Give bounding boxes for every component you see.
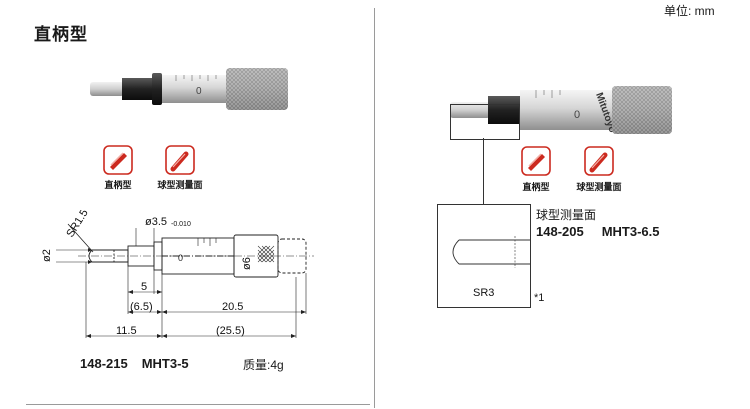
model-line-right: 148-205 MHT3-6.5 [536, 224, 678, 239]
straight-shank-icon-right [521, 146, 551, 176]
feature-label-straight-right: 直柄型 [522, 182, 550, 192]
callout-leader [483, 138, 484, 204]
feature-label-ball-right: 球型测量面 [576, 182, 622, 192]
page-title: 直柄型 [34, 25, 88, 44]
dim-d2: ø2 [41, 249, 53, 262]
model-code-right: 148-205 [536, 224, 584, 239]
dim-d35-sub: -0.010 [171, 221, 191, 228]
dimension-drawing: 0 SR1.5 ø2 ø3.5 -0.010 ø6 5 (6.5) 20.5 1… [41, 210, 314, 338]
dim-25-5: (25.5) [216, 325, 245, 337]
dim-6-5: (6.5) [130, 301, 153, 313]
micrometer-head-photo-left: 0 [90, 68, 288, 110]
dim-d6: ø6 [241, 257, 253, 270]
micrometer-head-photo-right: 0 Mitutoyo [450, 86, 672, 134]
column-divider [374, 8, 375, 408]
dim-d35: ø3.5 [145, 216, 167, 228]
straight-shank-icon-left [103, 145, 133, 175]
feature-label-straight-left: 直柄型 [104, 180, 132, 190]
drum-marking-left: 0 [196, 86, 202, 97]
callout-box [450, 104, 520, 140]
model-line-left: 148-215 MHT3-5 [80, 356, 203, 371]
spherical-detail-box: SR3 [437, 204, 531, 308]
footnote-marker: *1 [534, 292, 545, 304]
feature-label-ball-left: 球型测量面 [157, 180, 203, 190]
drum-marking-drawing: 0 [178, 253, 183, 263]
dim-20-5: 20.5 [222, 301, 243, 313]
mass-label: 质量:4g [243, 358, 284, 372]
dim-11-5: 11.5 [116, 325, 137, 337]
spherical-face-icon-right [584, 146, 614, 176]
dim-5: 5 [141, 281, 147, 293]
detail-title: 球型测量面 [536, 208, 597, 222]
model-name-left: MHT3-5 [141, 356, 189, 371]
spherical-face-icon-left [165, 145, 195, 175]
drum-marking-right: 0 [574, 109, 580, 121]
model-name-right: MHT3-6.5 [601, 224, 660, 239]
bottom-rule [26, 404, 370, 405]
model-code-left: 148-215 [80, 356, 128, 371]
unit-label: 单位: mm [664, 4, 715, 18]
sr3-label: SR3 [473, 287, 494, 299]
